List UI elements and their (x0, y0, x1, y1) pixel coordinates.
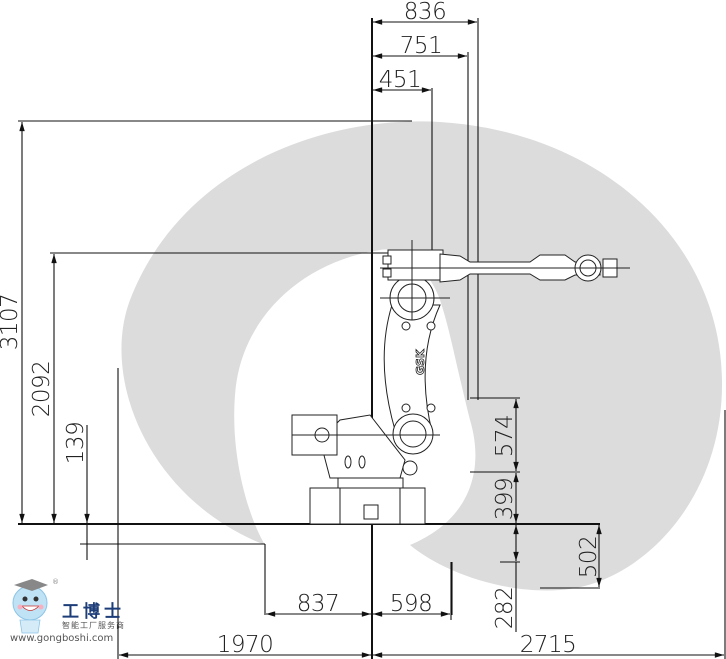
watermark-slogan: 智能工厂服务商 (62, 621, 125, 630)
dim-282: 282 (492, 587, 518, 629)
watermark-brand: 工博士 (62, 602, 125, 622)
dim-751: 751 (400, 33, 442, 59)
dim-2715: 2715 (520, 632, 577, 658)
robot-arm: GSK (291, 240, 630, 525)
dim-598: 598 (390, 591, 432, 617)
dim-502: 502 (576, 536, 602, 578)
dim-574: 574 (492, 415, 518, 457)
dim-399: 399 (492, 478, 518, 520)
dim-139: 139 (63, 422, 89, 464)
bottom-dimensions: 837 598 1970 2715 (118, 562, 724, 658)
arm-logo: GSK (414, 349, 427, 375)
registered-mark: ® (52, 578, 59, 586)
watermark-mascot (12, 579, 48, 634)
dim-3107: 3107 (0, 294, 23, 351)
upper-arm-housing (387, 249, 444, 281)
right-dimensions: 574 399 502 282 (451, 397, 726, 659)
dim-1970: 1970 (217, 632, 274, 658)
robot-base (309, 487, 426, 525)
work-envelope (121, 121, 723, 591)
dim-837: 837 (297, 591, 339, 617)
left-dimensions: 3107 2092 139 (0, 120, 430, 659)
dim-836: 836 (404, 0, 446, 25)
top-dimensions: 836 751 451 (373, 0, 479, 400)
watermark-url: www.gongboshi.com (10, 633, 114, 644)
dim-451: 451 (379, 67, 421, 93)
dim-2092: 2092 (29, 361, 55, 418)
